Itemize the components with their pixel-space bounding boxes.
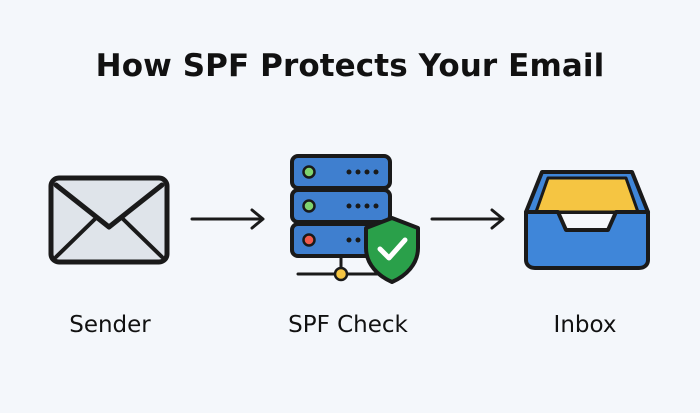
diagram-title: How SPF Protects Your Email <box>95 48 605 84</box>
step-label-sender: Sender <box>69 312 151 338</box>
arrow-right-icon <box>190 208 265 230</box>
arrow-right-icon <box>430 208 505 230</box>
step-label-spf-check: SPF Check <box>288 312 408 338</box>
server-shield-icon <box>290 154 420 284</box>
step-label-inbox: Inbox <box>553 312 617 338</box>
inbox-tray-icon <box>524 170 650 270</box>
envelope-icon <box>48 175 170 265</box>
